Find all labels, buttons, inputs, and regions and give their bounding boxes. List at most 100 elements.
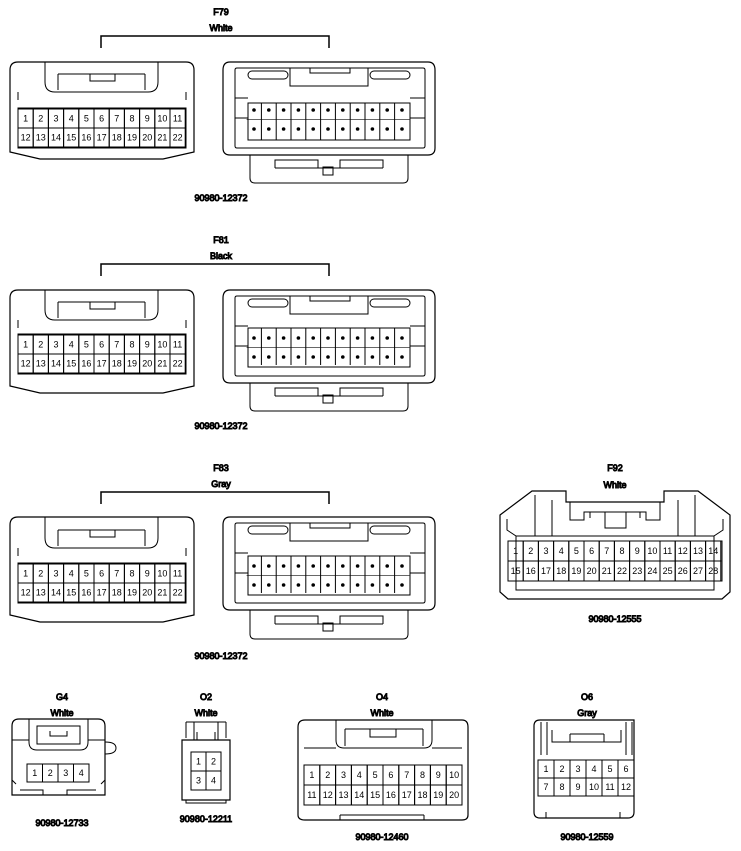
o4-pin-number: 8 xyxy=(420,770,425,780)
f81-code-label: F81 xyxy=(213,235,229,245)
o4-pin-cell xyxy=(445,784,463,806)
f83-pin-number: 4 xyxy=(69,569,74,579)
f83-terminal-dot xyxy=(326,583,330,587)
o6-pin-number: 7 xyxy=(543,782,548,792)
f92-color-label: White xyxy=(603,480,626,490)
f79-pin-number: 10 xyxy=(157,114,167,124)
f81-pin-number: 17 xyxy=(97,359,107,369)
f81-pin-number: 14 xyxy=(51,359,61,369)
f92-pin-number: 17 xyxy=(541,566,551,576)
f83-terminal-dot xyxy=(400,564,404,568)
o6-pin-number: 9 xyxy=(575,782,580,792)
o2-part-number: 90980-12211 xyxy=(180,814,232,824)
f79-terminal-dot xyxy=(385,127,390,131)
f92-code-label: F92 xyxy=(607,463,623,473)
f81-pin-number: 20 xyxy=(142,359,152,369)
f81-terminal-dot xyxy=(341,336,345,340)
g4-pin-number: 2 xyxy=(48,768,53,778)
f92-pin-number: 19 xyxy=(571,566,581,576)
o6-pin-number: 6 xyxy=(623,764,628,774)
o4-color-label: White xyxy=(370,708,393,718)
f92-pin-number: 6 xyxy=(589,546,594,556)
o6-pin-number: 11 xyxy=(605,782,614,792)
f81-pin-number: 4 xyxy=(69,340,74,350)
f79-pin-number: 1 xyxy=(23,114,28,124)
f83-code-label: F83 xyxy=(213,463,229,473)
f79-terminal-dot xyxy=(252,127,256,131)
f81-pin-number: 6 xyxy=(99,340,104,350)
f92-pin-number: 3 xyxy=(543,546,548,556)
f92-pin-number: 9 xyxy=(635,546,640,556)
f83-terminal-dot xyxy=(252,564,256,568)
f92-pin-number: 13 xyxy=(693,546,703,556)
f92-pin-number: 5 xyxy=(574,546,579,556)
f79-terminal-dot xyxy=(341,108,345,112)
f79-pin-number: 18 xyxy=(112,133,122,143)
o6-pin-number: 2 xyxy=(559,764,564,774)
f81-color-label: Black xyxy=(210,251,233,261)
f83-pin-number: 22 xyxy=(173,588,183,598)
f79-pin-number: 16 xyxy=(81,133,91,143)
f79-color-label: White xyxy=(209,23,232,33)
f81-pin-number: 21 xyxy=(157,359,167,369)
f81-pin-number: 1 xyxy=(23,340,28,350)
o4-code-label: O4 xyxy=(376,692,388,702)
f79-pin-number: 2 xyxy=(38,114,43,124)
f92-pin-number: 2 xyxy=(528,546,533,556)
o2-code-label: O2 xyxy=(200,692,212,702)
f83-pin-number: 12 xyxy=(21,588,31,598)
f81-pin-number: 5 xyxy=(84,340,89,350)
f81-terminal-dot xyxy=(400,355,404,359)
f79-terminal-dot xyxy=(267,127,271,131)
f81-terminal-dot xyxy=(311,336,316,340)
f83-terminal-dot xyxy=(252,583,256,587)
f81-terminal-dot xyxy=(355,355,360,359)
f83-pin-number: 20 xyxy=(142,588,152,598)
g4-pin-number: 1 xyxy=(32,768,37,778)
o4-pin-number: 4 xyxy=(357,770,362,780)
o4-pin-number: 2 xyxy=(325,770,330,780)
f79-part-number: 90980-12372 xyxy=(194,193,247,203)
o4-pin-number: 13 xyxy=(338,790,348,800)
f83-pin-number: 5 xyxy=(84,569,89,579)
o6-pin-number: 1 xyxy=(543,764,548,774)
f79-terminal-dot xyxy=(341,127,345,131)
f83-pin-number: 8 xyxy=(129,569,134,579)
f79-terminal-dot xyxy=(400,127,404,131)
f83-pin-number: 13 xyxy=(36,588,46,598)
f79-terminal-dot xyxy=(311,127,316,131)
f83-part-number: 90980-12372 xyxy=(194,651,247,661)
f83-terminal-dot xyxy=(341,564,345,568)
f81-pin-number: 18 xyxy=(112,359,122,369)
f81-pin-number: 2 xyxy=(38,340,43,350)
f92-pin-number: 4 xyxy=(559,546,564,556)
o6-pin-number: 8 xyxy=(559,782,564,792)
o4-pin-number: 15 xyxy=(370,790,380,800)
o4-pin-number: 6 xyxy=(388,770,393,780)
f81-terminal-dot xyxy=(370,355,375,359)
o4-pin-number: 1 xyxy=(309,770,314,780)
f83-terminal-dot xyxy=(341,583,345,587)
f92-pin-number: 1 xyxy=(513,546,518,556)
f92-pin-number: 11 xyxy=(663,546,672,556)
f81-terminal-dot xyxy=(326,336,330,340)
f92-pin-number: 22 xyxy=(617,566,627,576)
f81-terminal-dot xyxy=(341,355,345,359)
f83-terminal-dot xyxy=(296,583,301,587)
f92-pin-number: 8 xyxy=(619,546,624,556)
f79-pin-number: 11 xyxy=(173,114,182,124)
f83-terminal-dot xyxy=(400,583,404,587)
f83-pin-number: 14 xyxy=(51,588,61,598)
f83-pin-number: 15 xyxy=(66,588,76,598)
f79-pin-number: 5 xyxy=(84,114,89,124)
f81-terminal-dot xyxy=(281,336,286,340)
f83-color-label: Gray xyxy=(211,479,231,489)
f92-pin-number: 23 xyxy=(632,566,642,576)
f83-pin-number: 2 xyxy=(38,569,43,579)
f83-pin-number: 6 xyxy=(99,569,104,579)
